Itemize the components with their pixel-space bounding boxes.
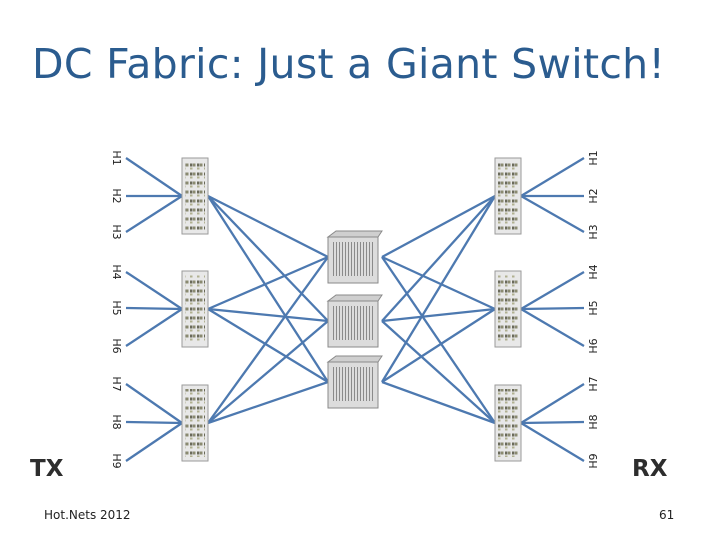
host-link-left-1 [125, 157, 183, 197]
fabric-link-left-1-core-3 [207, 195, 329, 383]
host-label-right-8: H8 [587, 414, 600, 430]
fabric-link-left-1-core-2 [207, 195, 329, 322]
host-link-right-8 [520, 420, 585, 425]
host-link-left-9 [125, 422, 183, 462]
edge-switch-right-2 [494, 270, 522, 348]
host-link-left-7 [125, 383, 183, 424]
edge-switch-right-3 [494, 384, 522, 462]
host-link-right-7 [520, 383, 585, 424]
host-label-right-1: H1 [587, 150, 600, 166]
host-link-right-1 [520, 157, 585, 197]
fabric-link-right-3-core-1 [381, 256, 496, 424]
footer-conference: Hot.Nets 2012 [44, 508, 131, 522]
fabric-link-right-1-core-2 [381, 195, 496, 322]
host-label-left-3: H3 [110, 224, 123, 240]
fabric-link-right-1-core-1 [381, 194, 496, 259]
tx-label: TX [30, 456, 64, 482]
fabric-links [125, 157, 585, 462]
slide-title: DC Fabric: Just a Giant Switch! [32, 40, 666, 88]
host-link-right-5 [520, 306, 585, 311]
fabric-link-right-2-core-2 [381, 307, 496, 323]
host-link-right-4 [520, 271, 585, 310]
host-link-left-8 [125, 420, 183, 425]
host-link-left-5 [125, 306, 183, 311]
fabric-link-right-2-core-3 [381, 308, 496, 383]
host-link-left-4 [125, 271, 183, 310]
host-link-right-6 [520, 308, 585, 347]
host-label-left-7: H7 [110, 376, 123, 392]
fabric-link-right-3-core-2 [381, 320, 496, 424]
host-label-right-4: H4 [587, 264, 600, 280]
fabric-link-left-2-core-1 [207, 255, 329, 311]
host-link-right-9 [520, 422, 585, 462]
host-label-right-3: H3 [587, 224, 600, 240]
host-link-left-3 [125, 195, 183, 233]
host-label-right-9: H9 [587, 453, 600, 469]
host-link-left-6 [125, 308, 183, 347]
fabric-link-left-3-core-3 [207, 380, 329, 425]
host-label-left-9: H9 [110, 453, 123, 469]
fabric-link-left-2-core-3 [207, 308, 329, 383]
edge-switch-left-2 [181, 270, 209, 348]
core-switch-1 [326, 230, 383, 284]
host-label-right-6: H6 [587, 338, 600, 354]
core-switch-3 [326, 355, 383, 409]
fabric-link-left-1-core-1 [207, 194, 329, 259]
host-label-left-5: H5 [110, 300, 123, 316]
host-label-right-2: H2 [587, 188, 600, 204]
fabric-link-left-2-core-2 [207, 307, 329, 323]
core-switch-2 [326, 294, 383, 348]
host-label-left-2: H2 [110, 188, 123, 204]
host-link-right-3 [520, 195, 585, 233]
host-label-left-4: H4 [110, 264, 123, 280]
host-label-right-7: H7 [587, 376, 600, 392]
host-label-left-8: H8 [110, 414, 123, 430]
rx-label: RX [632, 456, 668, 482]
fabric-link-right-3-core-3 [381, 380, 496, 425]
host-label-left-1: H1 [110, 150, 123, 166]
fabric-link-left-3-core-1 [207, 256, 329, 424]
fabric-link-right-1-core-3 [381, 195, 496, 383]
host-label-left-6: H6 [110, 338, 123, 354]
fabric-link-right-2-core-1 [381, 255, 496, 311]
slide-number: 61 [659, 508, 675, 522]
host-label-right-5: H5 [587, 300, 600, 316]
edge-switch-left-1 [181, 157, 209, 235]
fabric-link-left-3-core-2 [207, 320, 329, 424]
edge-switch-right-1 [494, 157, 522, 235]
edge-switch-left-3 [181, 384, 209, 462]
